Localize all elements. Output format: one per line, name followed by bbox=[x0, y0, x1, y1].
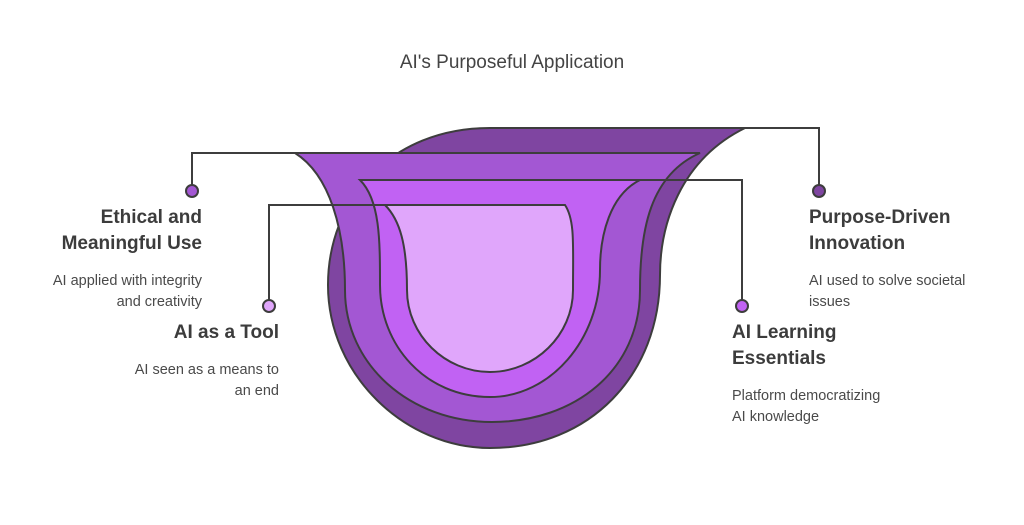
label-ethical-heading: Ethical and Meaningful Use bbox=[2, 205, 202, 257]
label-purpose-heading-line: Innovation bbox=[809, 233, 906, 254]
label-purpose-heading: Purpose-Driven Innovation bbox=[809, 205, 1009, 257]
label-tool-heading: AI as a Tool bbox=[79, 320, 279, 346]
label-learning-heading-line: AI Learning bbox=[732, 322, 837, 343]
label-ethical-desc: AI applied with integrity and creativity bbox=[2, 271, 202, 313]
label-purpose-desc-line: AI used to solve societal bbox=[809, 273, 966, 289]
label-learning-desc: Platform democratizing AI knowledge bbox=[732, 386, 932, 428]
label-tool: AI as a Tool AI seen as a means to an en… bbox=[79, 320, 279, 402]
label-learning-heading-line: Essentials bbox=[732, 348, 826, 369]
label-purpose: Purpose-Driven Innovation AI used to sol… bbox=[809, 205, 1009, 313]
label-learning-heading: AI Learning Essentials bbox=[732, 320, 932, 372]
label-purpose-desc: AI used to solve societal issues bbox=[809, 271, 1009, 313]
connector-learning bbox=[640, 179, 743, 306]
label-ethical-heading-line: Ethical and bbox=[100, 207, 202, 228]
connector-purpose bbox=[745, 127, 820, 191]
layer-inner bbox=[382, 204, 575, 374]
label-ethical: Ethical and Meaningful Use AI applied wi… bbox=[2, 205, 202, 313]
label-ethical-heading-line: Meaningful Use bbox=[61, 233, 202, 254]
label-tool-desc: AI seen as a means to an end bbox=[79, 360, 279, 402]
label-learning-desc-line: AI knowledge bbox=[732, 409, 820, 425]
label-learning-desc-line: Platform democratizing bbox=[732, 388, 881, 404]
label-ethical-desc-line: and creativity bbox=[116, 294, 202, 310]
dot-learning bbox=[735, 299, 749, 313]
label-purpose-heading-line: Purpose-Driven bbox=[809, 207, 951, 228]
diagram-title: AI's Purposeful Application bbox=[399, 52, 625, 73]
label-learning: AI Learning Essentials Platform democrat… bbox=[732, 320, 932, 428]
label-tool-desc-line: an end bbox=[234, 383, 279, 399]
label-purpose-desc-line: issues bbox=[809, 294, 851, 310]
dot-purpose bbox=[812, 184, 826, 198]
connector-ethical bbox=[191, 152, 295, 191]
label-tool-desc-line: AI seen as a means to bbox=[134, 362, 279, 378]
connector-tool bbox=[268, 204, 385, 306]
dot-ethical bbox=[185, 184, 199, 198]
label-ethical-desc-line: AI applied with integrity bbox=[52, 273, 202, 289]
label-tool-heading-line: AI as a Tool bbox=[173, 322, 279, 343]
dot-tool bbox=[262, 299, 276, 313]
